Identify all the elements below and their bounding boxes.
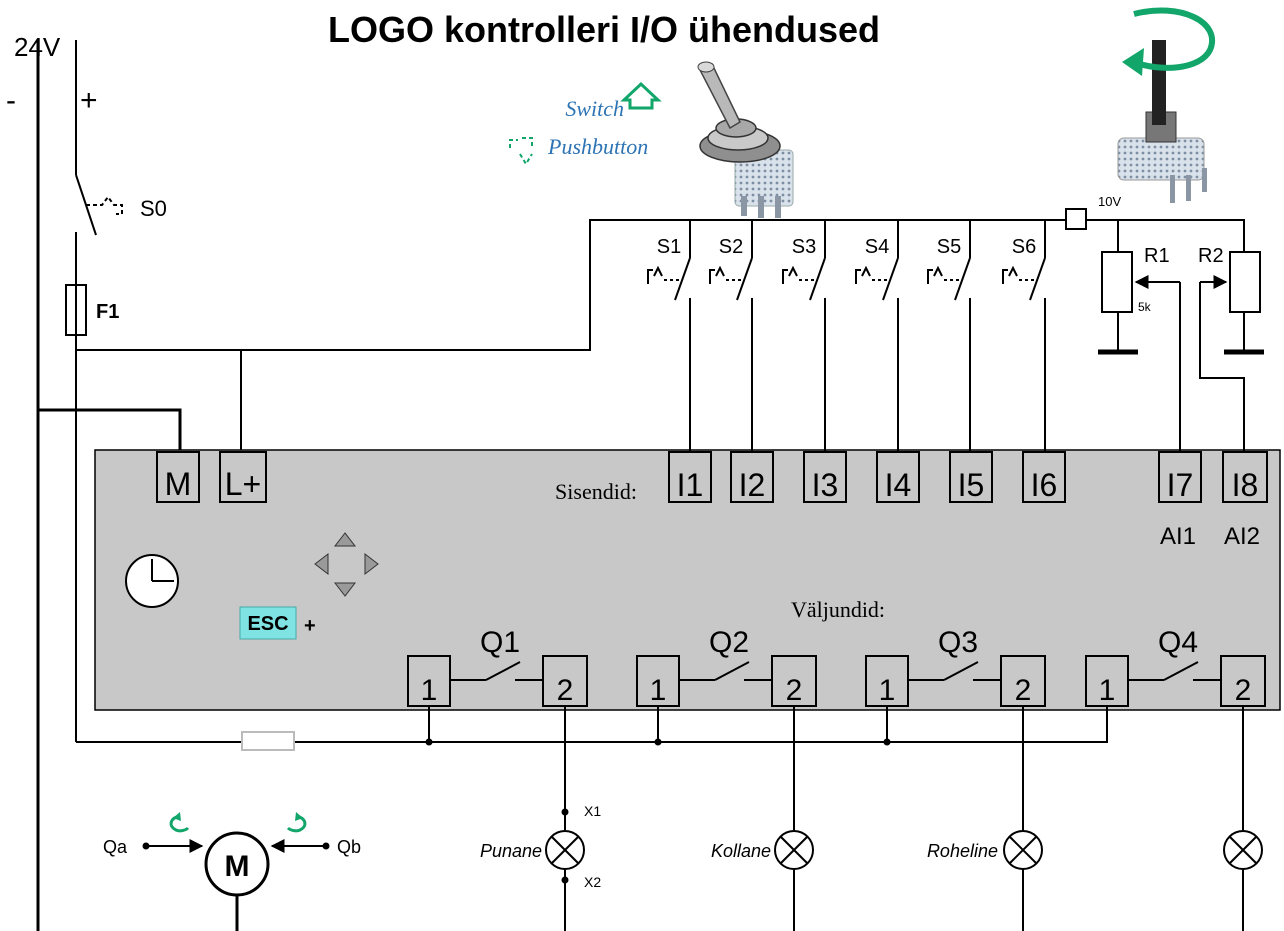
legend-pushbutton: Pushbutton <box>547 134 648 159</box>
terminal-i8 <box>1222 451 1268 503</box>
potentiometer-r2: R2 <box>1198 245 1264 452</box>
svg-text:I7: I7 <box>1167 467 1194 503</box>
svg-text:2: 2 <box>1015 674 1032 707</box>
clock-icon <box>125 554 179 608</box>
switch-bus <box>76 219 1070 351</box>
svg-text:5k: 5k <box>1138 300 1152 314</box>
rotation-arrow-icon <box>169 812 190 833</box>
svg-text:2: 2 <box>1235 674 1252 707</box>
fuse-label: F1 <box>96 301 119 323</box>
svg-text:Q4: Q4 <box>1158 626 1198 659</box>
svg-text:2: 2 <box>786 674 803 707</box>
s0-actuator <box>86 195 123 215</box>
up-arrow-icon <box>620 81 662 110</box>
junction-dot <box>425 738 433 746</box>
esc-plus: + <box>304 615 316 637</box>
svg-text:1: 1 <box>1099 674 1116 707</box>
svg-text:I1: I1 <box>677 467 704 503</box>
ref-10v-label: 10V <box>1098 194 1121 209</box>
terminal-i2 <box>730 451 774 503</box>
analog-label-ai1: AI1 <box>1160 523 1196 550</box>
lamp-kollane: Kollane <box>711 706 814 931</box>
supply-minus: - <box>6 84 16 117</box>
esc-key <box>239 606 297 640</box>
input-switch-s4: S4 <box>855 220 899 452</box>
terminal-m <box>156 451 200 503</box>
cursor-keys-icon <box>314 532 379 597</box>
svg-text:I3: I3 <box>812 467 839 503</box>
potentiometer-image <box>1117 7 1215 203</box>
outputs-caption: Väljundid: <box>791 597 885 622</box>
svg-text:I6: I6 <box>1031 467 1058 503</box>
terminal-i6 <box>1022 451 1066 503</box>
svg-text:S6: S6 <box>1012 236 1036 258</box>
svg-text:1: 1 <box>421 674 438 707</box>
svg-text:2: 2 <box>557 674 574 707</box>
svg-text:M: M <box>225 850 250 883</box>
terminal-i5 <box>949 451 993 503</box>
svg-text:S1: S1 <box>657 236 681 258</box>
svg-text:S5: S5 <box>937 236 961 258</box>
logo-module <box>94 449 1281 711</box>
esc-key-label: ESC <box>247 613 288 635</box>
input-switch-s3: S3 <box>782 220 826 452</box>
svg-text:R1: R1 <box>1144 245 1170 267</box>
diagram-title: LOGO kontrolleri I/O ühendused <box>328 9 880 50</box>
svg-text:S4: S4 <box>865 236 889 258</box>
svg-text:I5: I5 <box>958 467 985 503</box>
svg-text:R2: R2 <box>1198 245 1224 267</box>
rotation-arrow-icon <box>286 812 307 833</box>
lamp-roheline: Roheline <box>927 706 1043 931</box>
legend-switch: Switch <box>565 96 624 121</box>
svg-text:Q1: Q1 <box>480 626 520 659</box>
svg-text:S2: S2 <box>719 236 743 258</box>
output-common-bus <box>76 706 1108 743</box>
motor-symbol: M Qa Qb <box>103 831 361 931</box>
inputs-caption: Sisendid: <box>555 479 637 504</box>
svg-text:S3: S3 <box>792 236 816 258</box>
svg-text:X1: X1 <box>584 803 601 819</box>
junction-dot <box>654 738 662 746</box>
ref-10v-terminal <box>1065 208 1087 230</box>
potentiometer-r1: R1 5k <box>1098 245 1181 452</box>
bus-fuse-outline <box>241 731 295 751</box>
s0-label: S0 <box>140 196 167 221</box>
lamp-q4 <box>1223 706 1263 931</box>
lamp-punane: X1 X2 Punane <box>480 706 601 931</box>
terminal-i1 <box>668 451 712 503</box>
svg-text:Qb: Qb <box>337 837 361 857</box>
terminal-m-label: M <box>165 466 192 502</box>
input-switch-s2: S2 <box>709 220 753 452</box>
terminal-i3 <box>803 451 847 503</box>
svg-text:Q2: Q2 <box>709 626 749 659</box>
input-switch-s5: S5 <box>927 220 971 452</box>
svg-text:1: 1 <box>650 674 667 707</box>
terminal-i4 <box>876 451 920 503</box>
svg-text:Q3: Q3 <box>938 626 978 659</box>
pushbutton-down-arrow-icon <box>509 137 533 166</box>
svg-text:I2: I2 <box>739 467 766 503</box>
terminal-i7 <box>1158 451 1202 503</box>
svg-text:Punane: Punane <box>480 841 542 861</box>
svg-text:I8: I8 <box>1232 467 1259 503</box>
junction-dot <box>883 738 891 746</box>
svg-text:Roheline: Roheline <box>927 841 998 861</box>
svg-text:Kollane: Kollane <box>711 841 771 861</box>
input-switch-s1: S1 <box>647 220 691 452</box>
toggle-switch-image <box>697 61 794 218</box>
supply-plus: + <box>80 84 98 117</box>
svg-text:X2: X2 <box>584 874 601 890</box>
ref-10v-bus <box>1086 219 1245 252</box>
svg-text:Qa: Qa <box>103 837 128 857</box>
m-wire <box>38 408 182 452</box>
input-switch-s6: S6 <box>1002 220 1046 452</box>
analog-label-ai2: AI2 <box>1224 523 1260 550</box>
output-relay-q2: 1 2 Q2 <box>636 626 817 707</box>
terminal-lplus-label: L+ <box>225 466 261 502</box>
svg-text:1: 1 <box>879 674 896 707</box>
svg-text:I4: I4 <box>885 467 912 503</box>
terminal-lplus <box>219 451 267 503</box>
